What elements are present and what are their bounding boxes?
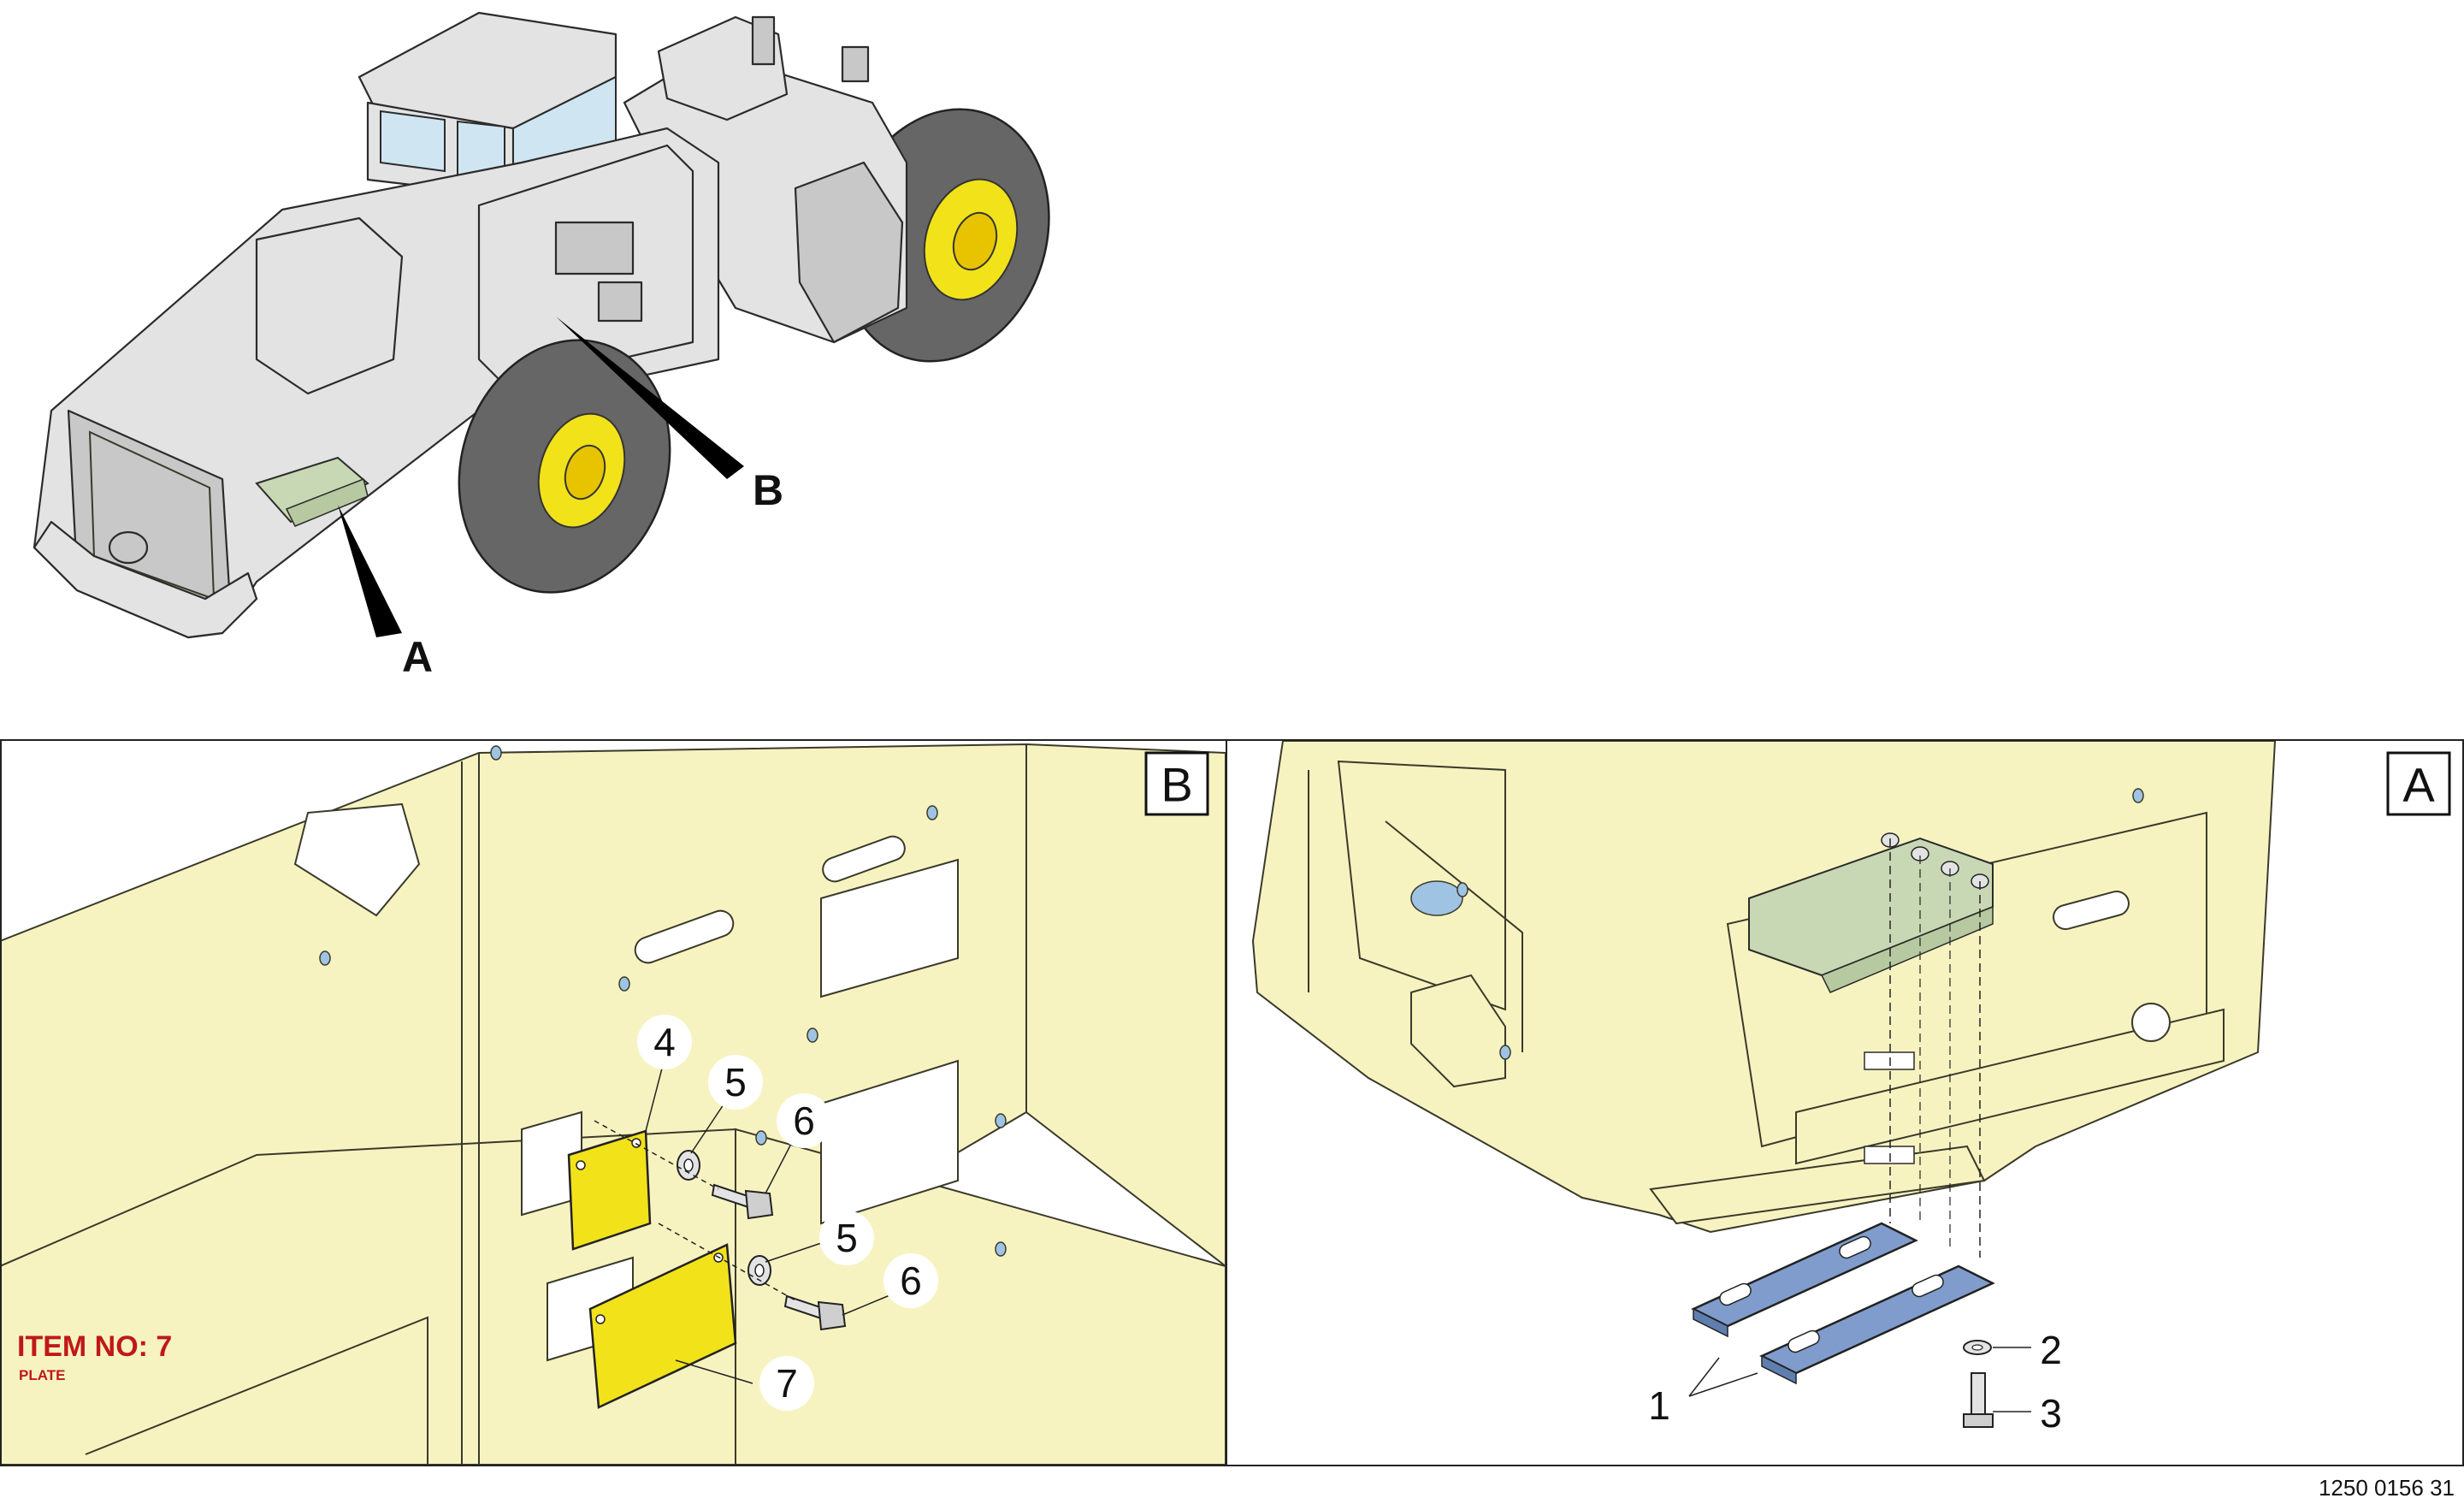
item-label: ITEM NO: 7 PLATE (17, 1330, 172, 1383)
cover-plate-large (588, 1243, 737, 1409)
washer-lower (747, 1255, 771, 1286)
callout-6-upper: 6 (777, 1093, 831, 1148)
svg-text:3: 3 (2040, 1391, 2062, 1436)
cover-plate-small (567, 1129, 652, 1251)
document-id: 1250 0156 31 (2319, 1475, 2455, 1501)
svg-text:4: 4 (653, 1020, 676, 1064)
bolt (1963, 1372, 1994, 1428)
callout-7: 7 (759, 1356, 814, 1411)
svg-text:5: 5 (724, 1060, 747, 1104)
svg-text:ITEM NO: 7: ITEM NO: 7 (17, 1330, 172, 1363)
view-letter-a: A (2386, 751, 2451, 816)
view-letter-b: B (1144, 751, 1209, 816)
step-plate-front (1759, 1264, 1995, 1385)
callout-2: 2 (2040, 1328, 2062, 1372)
svg-text:6: 6 (900, 1258, 922, 1303)
loader-overview-illustration (32, 11, 1050, 639)
svg-text:A: A (2402, 758, 2435, 812)
svg-text:1: 1 (1648, 1383, 1670, 1428)
callout-3: 3 (2040, 1391, 2062, 1436)
detail-view-b: 4 5 6 5 6 7 ITE (0, 739, 1227, 1466)
detail-view-a: 1 2 3 A (1226, 739, 2464, 1466)
front-wheel (458, 339, 671, 594)
svg-text:7: 7 (776, 1361, 798, 1406)
bolt-lower (783, 1294, 847, 1331)
bolt-upper (711, 1183, 774, 1220)
callout-1: 1 (1648, 1383, 1670, 1428)
step-plate-rear (1691, 1222, 1918, 1338)
callout-5-lower: 5 (819, 1211, 874, 1265)
pointer-a: A (338, 505, 433, 681)
callout-4: 4 (637, 1015, 692, 1069)
callout-5-upper: 5 (708, 1055, 763, 1110)
step-location-highlight (255, 456, 369, 524)
svg-text:PLATE: PLATE (19, 1367, 65, 1383)
svg-text:B: B (753, 466, 783, 514)
pointer-b: B (556, 317, 783, 514)
svg-text:2: 2 (2040, 1328, 2062, 1372)
svg-text:6: 6 (793, 1098, 815, 1143)
washer (1963, 1340, 1992, 1355)
svg-text:B: B (1161, 758, 1192, 812)
svg-text:A: A (402, 633, 433, 681)
callout-6-lower: 6 (883, 1253, 938, 1308)
washer-upper (677, 1150, 700, 1181)
svg-text:5: 5 (836, 1216, 858, 1260)
